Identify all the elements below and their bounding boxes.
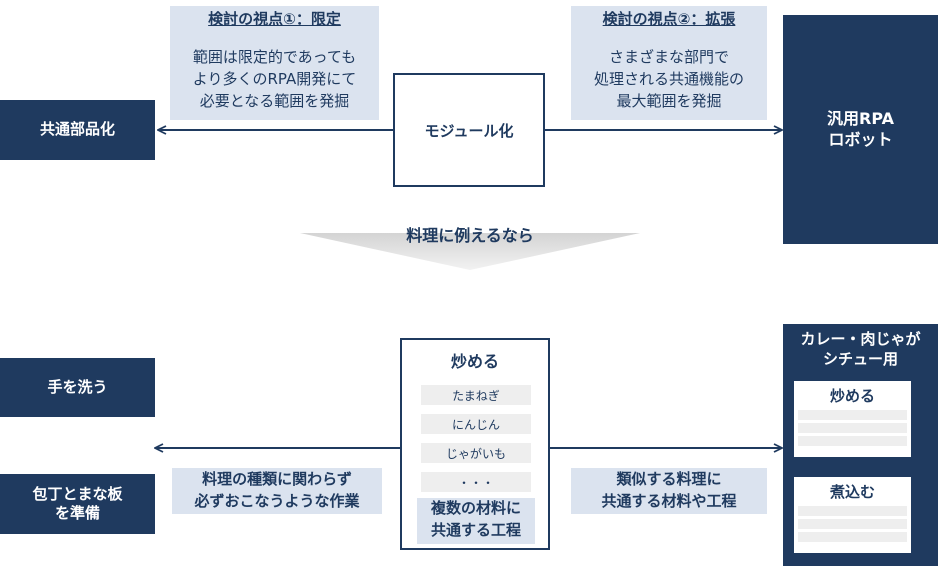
ingredient-onion: たまねぎ [421, 385, 531, 405]
dish-set-box: カレー・肉じゃが シチュー用 炒める 煮込む [783, 324, 938, 566]
shared-process-note: 複数の材料に 共通する工程 [417, 498, 535, 544]
similar-dishes-note: 類似する料理に 共通する材料や工程 [571, 468, 767, 514]
prepare-tools-box: 包丁とまな板 を準備 [0, 474, 155, 534]
stir-fry-module-box: 炒める たまねぎ にんじん じゃがいも ・・・ 複数の材料に 共通する工程 [400, 338, 550, 550]
ingredient-carrot: にんじん [421, 414, 531, 434]
down-triangle [300, 233, 640, 270]
ingredient-ellipsis: ・・・ [421, 472, 531, 492]
cooking-analogy-label: 料理に例えるなら [406, 226, 534, 245]
step-bar [798, 436, 907, 446]
dish-set-title: カレー・肉じゃが シチュー用 [800, 330, 921, 369]
viewpoint-limit-title: 検討の視点①：限定 [208, 10, 341, 28]
step-bar [798, 506, 907, 516]
basic-tasks-note: 料理の種類に関わらず 必ずおこなうような作業 [172, 468, 382, 514]
viewpoint-expand-box: 検討の視点②：拡張 さまざまな部門で 処理される共通機能の 最大範囲を発掘 [571, 6, 767, 120]
common-parts-box: 共通部品化 [0, 100, 155, 160]
modularization-box: モジュール化 [393, 73, 545, 187]
step-stir-fry: 炒める [794, 381, 911, 457]
step-bar [798, 519, 907, 529]
step-bar [798, 423, 907, 433]
ingredient-potato: じゃがいも [421, 443, 531, 463]
wash-hands-box: 手を洗う [0, 358, 155, 417]
step-bar [798, 532, 907, 542]
stir-fry-title: 炒める [450, 352, 499, 371]
step-bar [798, 410, 907, 420]
step-simmer: 煮込む [794, 477, 911, 553]
generic-robot-box: 汎用RPA ロボット [783, 15, 938, 244]
viewpoint-limit-text: 範囲は限定的であっても [192, 48, 357, 66]
viewpoint-expand-title: 検討の視点②：拡張 [602, 10, 736, 28]
viewpoint-expand-text: さまざまな部門で [608, 48, 729, 66]
viewpoint-limit-box: 検討の視点①：限定 範囲は限定的であっても より多くのRPA開発にて 必要となる… [170, 6, 379, 120]
